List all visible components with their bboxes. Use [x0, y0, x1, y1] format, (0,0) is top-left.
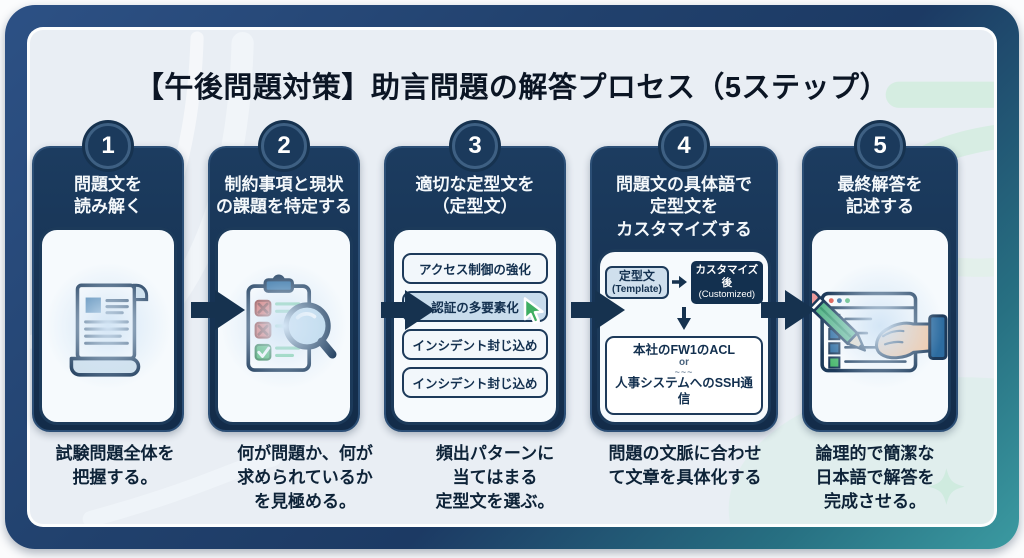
step-arrow-icon [191, 290, 245, 330]
customized-box-label: カスタマイズ後 [695, 264, 759, 289]
customize-flow: 定型文 (Template) カスタマイズ後 (Customized) [600, 253, 768, 421]
step-number-badge: 5 [857, 123, 903, 169]
cursor-icon [523, 297, 544, 324]
step-body [809, 226, 951, 425]
icon-glow [220, 261, 348, 390]
template-option: インシデント封じ込め [402, 329, 548, 361]
example-line-2: 人事システムへのSSH通信 [615, 375, 753, 406]
step-title: 問題文の具体語で 定型文を カスタマイズする [616, 175, 752, 239]
template-option: インシデント封じ込め [402, 367, 548, 399]
arrow-right-icon [671, 276, 687, 289]
step-arrow-icon [571, 290, 625, 330]
template-option: アクセス制御の強化 [402, 253, 548, 285]
step-title: 問題文を 読み解く [74, 175, 142, 217]
customized-example-box: 本社のFW1のACL or ~~~ 人事システムへのSSH通信 [605, 335, 763, 416]
page-title: 【午後問題対策】助言問題の解答プロセス（5ステップ） [134, 72, 890, 104]
step-description: 論理的で簡潔な 日本語で解答を 完成させる。 [815, 444, 935, 512]
example-squiggle: ~~~ [674, 366, 694, 377]
descriptions-row: 試験問題全体を 把握する。 何が問題か、何が 求められているか を見極める。 頻… [32, 442, 958, 514]
icon-glow [816, 261, 944, 390]
steps-row: 1 問題文を 読み解く [32, 120, 958, 432]
step-number-badge: 2 [261, 123, 307, 169]
step-description: 試験問題全体を 把握する。 [55, 444, 175, 488]
step-card-4: 4 問題文の具体語で 定型文を カスタマイズする 定型文 (Template) [590, 123, 778, 432]
step-title: 適切な定型文を （定型文） [415, 175, 535, 217]
step-card-1: 1 問題文を 読み解く [32, 123, 184, 432]
step-number-badge: 4 [661, 123, 707, 169]
template-box-sub: (Template) [612, 283, 662, 295]
customized-box-sub: (Customized) [698, 289, 756, 301]
step-number-badge: 3 [452, 123, 498, 169]
icon-glow [44, 261, 172, 390]
step-title: 最終解答を 記述する [837, 175, 923, 217]
template-box: 定型文 (Template) [605, 265, 669, 300]
step-description: 頻出パターンに 当てはまる 定型文を選ぶ。 [435, 444, 555, 512]
step-number-badge: 1 [85, 123, 131, 169]
example-or: or [679, 357, 689, 369]
step-card-2: 2 制約事項と現状 の課題を特定する [208, 123, 360, 432]
arrow-down-icon [677, 306, 691, 330]
template-options: アクセス制御の強化 認証の多要素化 インシデント封じ込め インシデント封じ込め [394, 243, 556, 408]
step-body [215, 226, 353, 425]
step-description: 何が問題か、何が 求められているか を見極める。 [237, 444, 373, 512]
step-card-5: 5 最終解答を 記述する [802, 123, 958, 432]
step-body [39, 226, 177, 425]
step-card-3: 3 適切な定型文を （定型文） アクセス制御の強化 認証の多要素化 インシデント… [384, 123, 566, 432]
step-body: アクセス制御の強化 認証の多要素化 インシデント封じ込め インシデント封じ込め [391, 226, 559, 425]
example-line-1: 本社のFW1のACL [632, 342, 736, 357]
step-arrow-icon [761, 290, 815, 330]
template-box-label: 定型文 [618, 268, 655, 283]
customized-box: カスタマイズ後 (Customized) [690, 261, 763, 304]
step-title: 制約事項と現状 の課題を特定する [216, 175, 352, 217]
step-body: 定型文 (Template) カスタマイズ後 (Customized) [597, 249, 771, 425]
step-description: 問題の文脈に合わせ て文章を具体化する [608, 444, 762, 488]
step-arrow-icon [381, 290, 435, 330]
